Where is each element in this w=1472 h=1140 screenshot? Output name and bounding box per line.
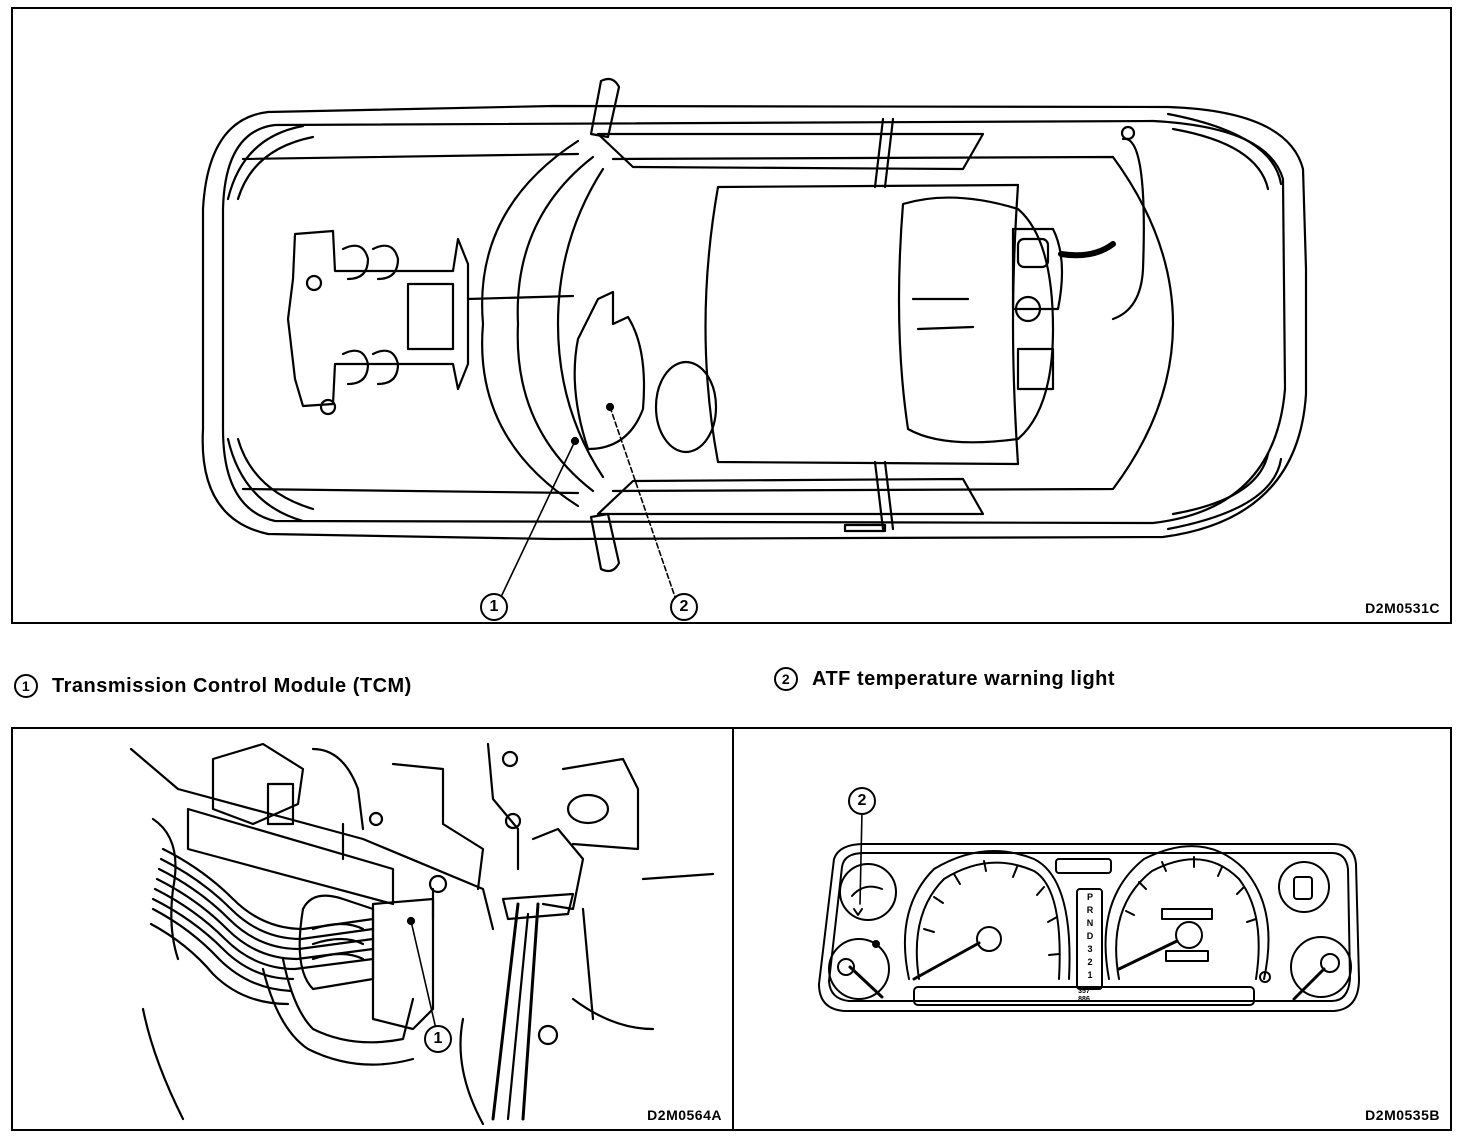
instrument-cluster-drawing [818,810,1360,1012]
tcm-location-panel: 1 D2M0564A [11,727,734,1131]
gear-p: P [1086,892,1093,902]
odometer-top: 357 [1078,988,1090,995]
callout-2-top: 2 [670,593,698,621]
legend-label-1: Transmission Control Module (TCM) [52,674,412,697]
gear-r: R [1086,905,1094,915]
gear-indicator-list: P R N D 3 2 1 [1080,891,1100,982]
tcm-detail-drawing [129,742,715,1126]
legend-item-2: 2 ATF temperature warning light [774,667,1115,691]
vehicle-outline-drawing [201,77,1308,598]
instrument-cluster-panel: P R N D 3 2 1 357 886 2 D2M0535B [732,727,1452,1131]
figure-code-top: D2M0531C [1365,600,1440,616]
legend-number-1: 1 [14,674,38,698]
legend-number-2: 2 [774,667,798,691]
figure-code-bottom-right: D2M0535B [1365,1107,1440,1123]
gear-3: 3 [1087,944,1093,954]
odometer-bottom: 886 [1078,996,1090,1003]
figure-code-bottom-left: D2M0564A [647,1107,722,1123]
gear-d: D [1086,931,1094,941]
vehicle-top-view-panel: 1 2 D2M0531C [11,7,1452,624]
callout-1-tcm: 1 [424,1025,452,1053]
legend-label-2: ATF temperature warning light [812,667,1116,690]
odometer-readout: 357 886 [1034,988,1134,1004]
callout-1-top: 1 [480,593,508,621]
gear-1: 1 [1087,970,1093,980]
gear-2: 2 [1087,957,1093,967]
callout-2-cluster: 2 [848,787,876,815]
legend-item-1: 1 Transmission Control Module (TCM) [14,674,412,698]
gear-n: N [1086,918,1094,928]
